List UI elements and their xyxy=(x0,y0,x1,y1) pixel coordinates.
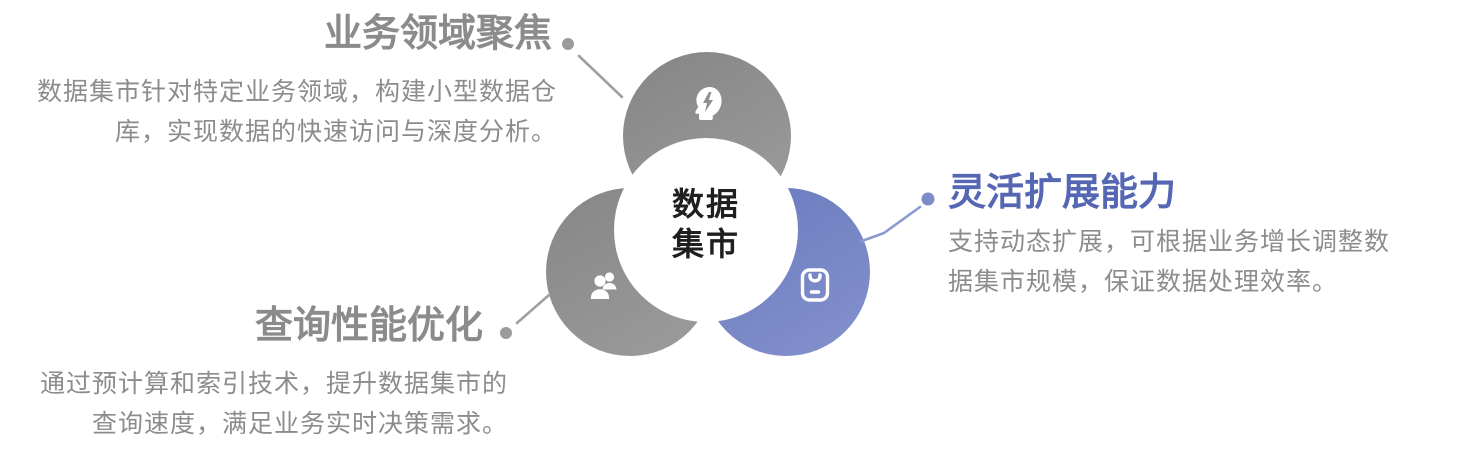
connector-dot-business xyxy=(562,38,574,50)
center-label: 数据 集市 xyxy=(671,186,740,262)
section-title-business-focus: 业务领域聚焦 xyxy=(323,13,552,55)
section-title-query-performance: 查询性能优化 xyxy=(254,305,483,347)
section-title-flexible-expansion: 灵活扩展能力 xyxy=(948,172,1177,214)
head-lightning-icon xyxy=(695,87,722,120)
section-body-query-performance: 通过预计算和索引技术，提升数据集市的 查询速度，满足业务实时决策需求。 xyxy=(39,370,508,438)
connector-dot-query xyxy=(500,327,512,339)
center-hub-circle: 数据 集市 xyxy=(614,138,798,322)
connector-dot-flexible xyxy=(921,192,935,206)
section-body-business-focus: 数据集市针对特定业务领域，构建小型数据仓 库，实现数据的快速访问与深度分析。 xyxy=(36,78,557,146)
connector-line-query xyxy=(515,293,551,325)
user-group-icon xyxy=(591,272,617,299)
storage-bag-icon xyxy=(800,268,830,302)
connector-line-business xyxy=(577,54,624,99)
section-body-flexible-expansion: 支持动态扩展，可根据业务增长调整数 据集市规模，保证数据处理效率。 xyxy=(948,228,1391,296)
connector-line-flexible xyxy=(860,205,922,243)
